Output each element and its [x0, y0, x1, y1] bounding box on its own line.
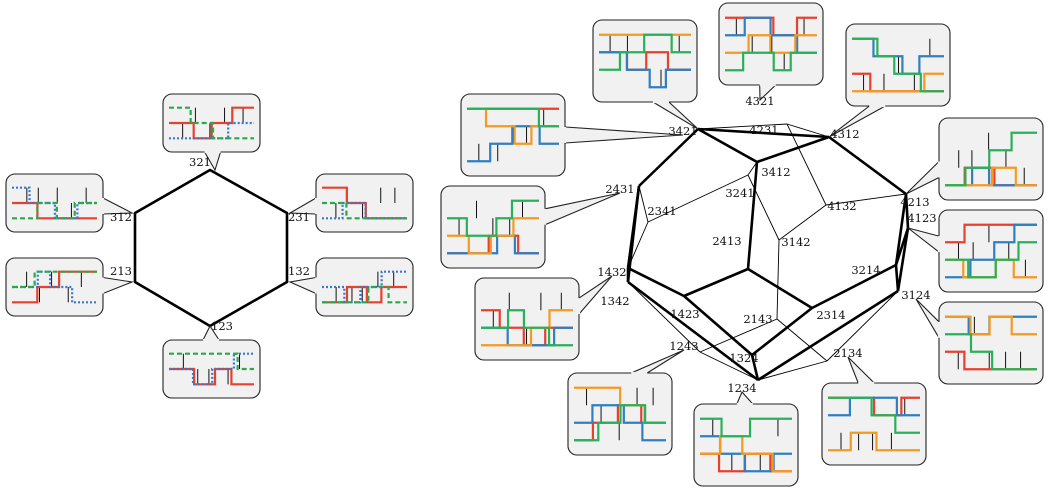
callout-box: [288, 173, 414, 233]
edge: [751, 306, 813, 357]
edge: [756, 135, 830, 164]
hidden-edge: [825, 193, 907, 206]
vertex-labels: 3212311321232133124321431242313421341224…: [110, 94, 937, 395]
vertex-label: 2341: [647, 204, 676, 218]
vertex-label: 3214: [851, 263, 880, 277]
vertex-label: 1234: [727, 381, 756, 395]
edge: [894, 193, 908, 266]
hidden-edge: [699, 351, 759, 381]
edge: [697, 127, 830, 139]
vertex-label: 2314: [816, 308, 845, 322]
callout-box: [828, 23, 951, 138]
vertex-label: 4231: [749, 123, 778, 137]
vertex-label: 3412: [761, 165, 790, 179]
edge: [757, 289, 899, 382]
hidden-edge: [647, 174, 749, 223]
vertex-label: 2134: [833, 346, 862, 360]
callout-box: [915, 298, 1044, 385]
edge: [627, 280, 759, 382]
hexagon-outline: [133, 168, 289, 328]
edge: [697, 127, 758, 164]
edge: [896, 227, 910, 292]
edge: [811, 263, 897, 310]
callout-box: [288, 257, 414, 317]
hidden-edge: [776, 318, 828, 362]
hidden-edge: [786, 123, 830, 138]
vertex-label: 321: [189, 155, 211, 169]
hexagon-edges: [133, 168, 289, 328]
callout-box: [693, 390, 799, 487]
vertex-label: 1243: [669, 339, 698, 353]
callout-box: [162, 93, 261, 172]
hidden-edge: [627, 281, 701, 353]
callout-box: [905, 117, 1044, 201]
hidden-edge: [786, 123, 827, 206]
edge: [683, 295, 753, 356]
hidden-edge: [747, 174, 780, 241]
permutahedron-hidden-edges: [627, 123, 907, 381]
vertex-label: 1423: [670, 307, 699, 321]
vertex-label: 3124: [901, 288, 930, 302]
edge: [638, 128, 699, 187]
hidden-edge: [747, 161, 758, 176]
vertex-label: 132: [288, 264, 310, 278]
callout-box: [474, 275, 613, 361]
edge: [746, 161, 759, 270]
hidden-edge: [776, 239, 780, 320]
callout-box: [567, 349, 685, 456]
callout-box: [440, 185, 621, 269]
edge: [750, 354, 760, 381]
edge: [627, 266, 685, 298]
vertex-label: 2143: [743, 312, 772, 326]
vertex-label: 312: [110, 210, 132, 224]
vertex-label: 213: [110, 264, 132, 278]
vertex-label: 3421: [668, 124, 697, 138]
callout-box: [592, 19, 699, 130]
callout-box: [907, 209, 1044, 293]
vertex-label: 1324: [729, 351, 758, 365]
permutahedron-edges: [626, 127, 910, 382]
hidden-edge: [757, 360, 828, 381]
vertex-label: 3241: [725, 186, 754, 200]
vertex-label: 4321: [745, 94, 774, 108]
callouts: [5, 2, 1044, 487]
edge: [828, 135, 907, 196]
edge: [683, 267, 749, 298]
hidden-edge: [638, 185, 649, 223]
vertex-label: 1342: [600, 294, 629, 308]
vertex-label: 4213: [900, 195, 929, 209]
edge: [626, 185, 641, 283]
hidden-edge: [697, 123, 788, 130]
callout-box: [162, 324, 261, 399]
edge: [747, 267, 813, 310]
vertex-label: 2431: [605, 182, 634, 196]
hidden-edge: [826, 290, 899, 362]
hidden-edge: [778, 204, 827, 241]
callout-box: [718, 2, 824, 102]
vertex-label: 4132: [827, 199, 856, 213]
vertex-label: 2413: [712, 234, 741, 248]
callout-box: [5, 257, 135, 317]
vertex-label: 3142: [781, 235, 810, 249]
vertex-label: 4312: [830, 127, 859, 141]
callout-box: [5, 173, 135, 233]
vertex-label: 123: [211, 319, 233, 333]
vertex-label: 1432: [597, 265, 626, 279]
vertex-label: 4123: [907, 211, 936, 225]
callout-box: [821, 356, 927, 466]
vertex-label: 231: [288, 210, 310, 224]
callout-box: [460, 93, 684, 177]
